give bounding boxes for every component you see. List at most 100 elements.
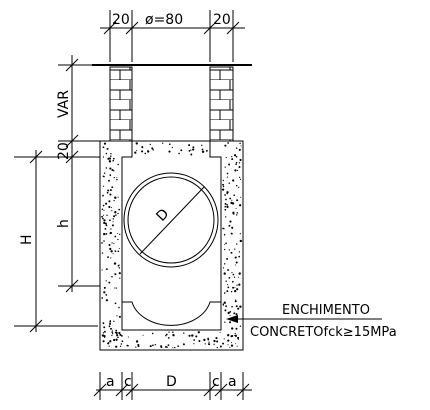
- concrete-speckle: [234, 332, 236, 335]
- concrete-speckle: [120, 343, 123, 345]
- concrete-speckle: [229, 311, 232, 313]
- concrete-speckle: [109, 174, 112, 176]
- concrete-speckle: [101, 242, 103, 244]
- concrete-speckle: [183, 332, 185, 334]
- concrete-speckle: [107, 148, 109, 150]
- concrete-speckle: [103, 330, 106, 333]
- concrete-speckle: [192, 148, 195, 151]
- concrete-speckle: [110, 207, 113, 209]
- concrete-speckle: [230, 290, 233, 293]
- concrete-speckle: [103, 291, 106, 294]
- concrete-speckle: [235, 261, 238, 264]
- concrete-speckle: [238, 162, 241, 164]
- concrete-speckle: [238, 251, 241, 253]
- concrete-speckle: [108, 244, 111, 246]
- concrete-speckle: [110, 153, 112, 155]
- concrete-speckle: [115, 338, 118, 341]
- concrete-speckle: [227, 284, 229, 286]
- concrete-speckle: [106, 191, 109, 194]
- concrete-speckle: [114, 273, 116, 275]
- concrete-speckle: [154, 344, 156, 346]
- concrete-speckle: [102, 156, 105, 158]
- concrete-speckle: [224, 202, 227, 205]
- concrete-speckle: [223, 301, 226, 304]
- concrete-speckle: [232, 179, 235, 182]
- concrete-speckle: [109, 247, 112, 251]
- concrete-speckle: [188, 144, 191, 147]
- concrete-speckle: [113, 287, 115, 289]
- concrete-speckle: [111, 331, 114, 333]
- top-left-wall-dim: 20: [112, 12, 130, 28]
- concrete-speckle: [230, 344, 234, 347]
- concrete-speckle: [235, 155, 238, 158]
- concrete-speckle: [109, 219, 111, 222]
- concrete-speckle: [225, 216, 227, 218]
- concrete-speckle: [229, 314, 231, 316]
- concrete-speckle: [227, 286, 230, 289]
- bottom-c-left-dim: c: [124, 374, 132, 390]
- concrete-speckle: [152, 149, 154, 151]
- concrete-speckle: [226, 204, 228, 206]
- concrete-speckle: [177, 345, 180, 348]
- concrete-speckle: [101, 252, 104, 254]
- concrete-speckle: [111, 186, 114, 189]
- concrete-speckle: [231, 226, 234, 229]
- concrete-speckle: [118, 331, 121, 335]
- concrete-speckle: [203, 338, 206, 342]
- concrete-speckle: [112, 157, 115, 160]
- concrete-speckle: [238, 176, 241, 179]
- concrete-speckle: [151, 332, 154, 335]
- concrete-speckle: [109, 319, 111, 322]
- concrete-speckle: [188, 334, 191, 337]
- concrete-speckle: [224, 309, 227, 312]
- concrete-speckle: [224, 208, 227, 211]
- concrete-speckle: [228, 249, 230, 251]
- concrete-speckle: [224, 205, 226, 208]
- concrete-speckle: [108, 179, 110, 182]
- bottom-a-right-dim: a: [228, 374, 237, 390]
- concrete-speckle: [171, 146, 173, 149]
- concrete-speckle: [226, 192, 228, 195]
- concrete-speckle: [110, 155, 112, 157]
- concrete-speckle: [190, 153, 193, 155]
- concrete-speckle: [107, 189, 110, 192]
- concrete-speckle: [231, 280, 234, 283]
- concrete-speckle: [113, 176, 115, 179]
- concrete-speckle: [109, 232, 111, 234]
- concrete-speckle: [222, 185, 225, 188]
- concrete-speckle: [230, 201, 233, 205]
- concrete-speckle: [144, 152, 147, 155]
- concrete-speckle: [234, 289, 237, 293]
- concrete-speckle: [233, 276, 236, 278]
- concrete-speckle: [117, 232, 119, 235]
- concrete-speckle: [105, 280, 107, 282]
- concrete-speckle: [149, 345, 152, 348]
- concrete-speckle: [115, 329, 118, 332]
- concrete-speckle: [103, 219, 106, 222]
- concrete-speckle: [235, 305, 238, 308]
- concrete-speckle: [238, 283, 241, 286]
- concrete-speckle: [134, 152, 137, 154]
- concrete-speckle: [111, 224, 114, 227]
- concrete-speckle: [105, 268, 108, 270]
- concrete-speckle: [112, 218, 115, 220]
- concrete-speckle: [192, 146, 195, 149]
- concrete-speckle: [117, 336, 119, 339]
- concrete-speckle: [222, 304, 224, 306]
- concrete-speckle: [118, 315, 121, 318]
- concrete-speckle: [236, 169, 238, 172]
- concrete-box: [99, 140, 244, 351]
- concrete-speckle: [232, 273, 235, 276]
- concrete-speckle: [111, 329, 113, 331]
- concrete-speckle: [237, 307, 240, 310]
- concrete-speckle: [118, 272, 121, 275]
- concrete-speckle: [105, 224, 108, 227]
- concrete-speckle: [201, 150, 205, 153]
- concrete-speckle: [178, 152, 180, 155]
- concrete-speckle: [105, 222, 107, 224]
- concrete-speckle: [107, 256, 109, 258]
- concrete-speckle: [219, 331, 221, 334]
- concrete-speckle: [223, 338, 225, 340]
- concrete-speckle: [237, 336, 240, 339]
- concrete-speckle: [223, 272, 226, 275]
